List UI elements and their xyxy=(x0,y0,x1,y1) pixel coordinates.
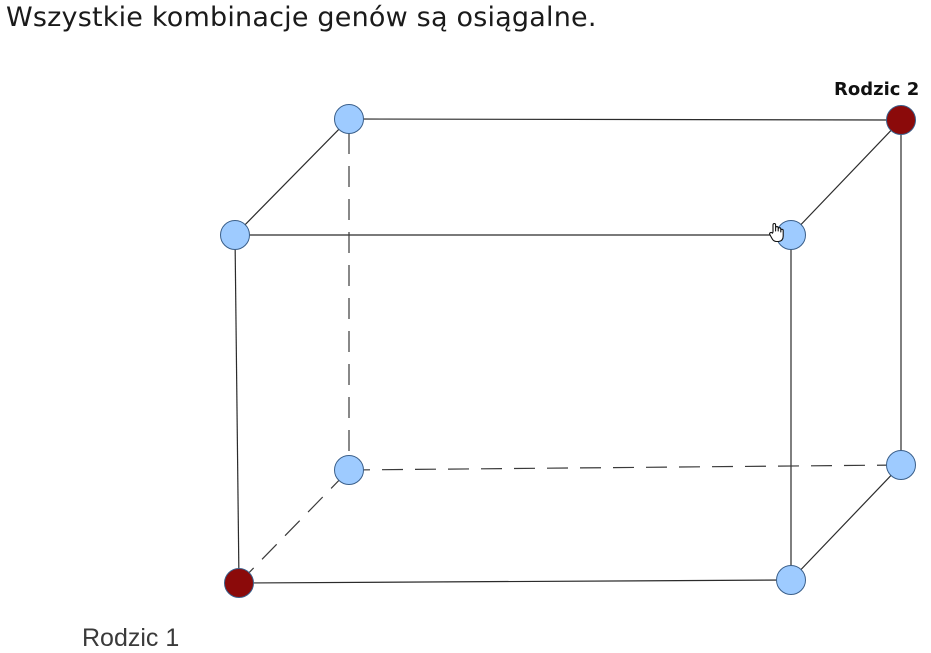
edge-back-bottom-hidden xyxy=(348,464,902,471)
slide-heading: Wszystkie kombinacje genów są osiągalne. xyxy=(6,2,597,33)
edge-front-left xyxy=(234,234,240,584)
edge-bottom-left-diagonal-hidden xyxy=(238,469,350,584)
node-front-bottom-right xyxy=(776,565,806,595)
edge-back-top xyxy=(348,118,902,121)
node-parent-2 xyxy=(886,105,916,135)
edge-top-right-diagonal xyxy=(790,119,902,236)
edge-front-bottom xyxy=(238,579,792,584)
node-back-top-left xyxy=(334,104,364,134)
node-back-bottom-right xyxy=(886,450,916,480)
edge-bottom-right-diagonal xyxy=(790,464,902,581)
label-parent-2: Rodzic 2 xyxy=(834,79,920,100)
label-parent-1: Rodzic 1 xyxy=(82,624,180,652)
node-parent-1 xyxy=(224,568,254,598)
edge-top-left-diagonal xyxy=(234,118,350,236)
node-front-top-left xyxy=(220,220,250,250)
hand-pointer-icon xyxy=(769,222,784,243)
node-back-bottom-left xyxy=(334,455,364,485)
